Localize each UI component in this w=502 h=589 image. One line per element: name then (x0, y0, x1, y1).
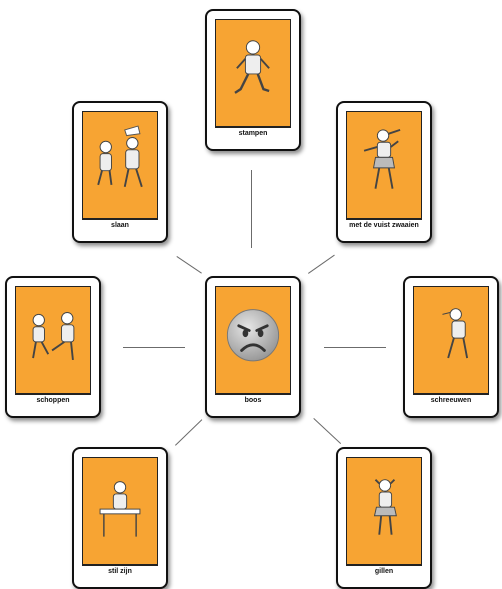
card-stil-zijn[interactable]: stil zijn (72, 447, 168, 589)
connector-line-left (123, 347, 185, 348)
connector-line-bottom-right (313, 418, 341, 444)
card-label: gillen (346, 565, 422, 578)
card-boos[interactable]: boos (205, 276, 301, 418)
card-gillen[interactable]: gillen (336, 447, 432, 589)
card-met-de-vuist-zwaaien[interactable]: met de vuist zwaaien (336, 101, 432, 243)
fist-shaking-child-icon (346, 111, 422, 219)
hitting-children-icon (82, 111, 158, 219)
card-label: stampen (215, 127, 291, 140)
card-label: boos (215, 394, 291, 407)
sitting-child-icon (82, 457, 158, 565)
card-slaan[interactable]: slaan (72, 101, 168, 243)
connector-line-right (324, 347, 386, 348)
connector-line-top-left (176, 256, 201, 274)
card-label: slaan (82, 219, 158, 232)
connector-line-top (251, 170, 252, 248)
card-label: met de vuist zwaaien (346, 219, 422, 232)
connector-line-top-right (308, 255, 335, 274)
card-stampen[interactable]: stampen (205, 9, 301, 151)
connector-line-bottom-left (175, 419, 202, 445)
card-label: schreeuwen (413, 394, 489, 407)
card-label: schoppen (15, 394, 91, 407)
stomping-child-icon (215, 19, 291, 127)
shouting-child-icon (413, 286, 489, 394)
card-schreeuwen[interactable]: schreeuwen (403, 276, 499, 418)
screaming-child-icon (346, 457, 422, 565)
card-label: stil zijn (82, 565, 158, 578)
card-schoppen[interactable]: schoppen (5, 276, 101, 418)
angry-face-icon (215, 286, 291, 394)
kicking-children-icon (15, 286, 91, 394)
